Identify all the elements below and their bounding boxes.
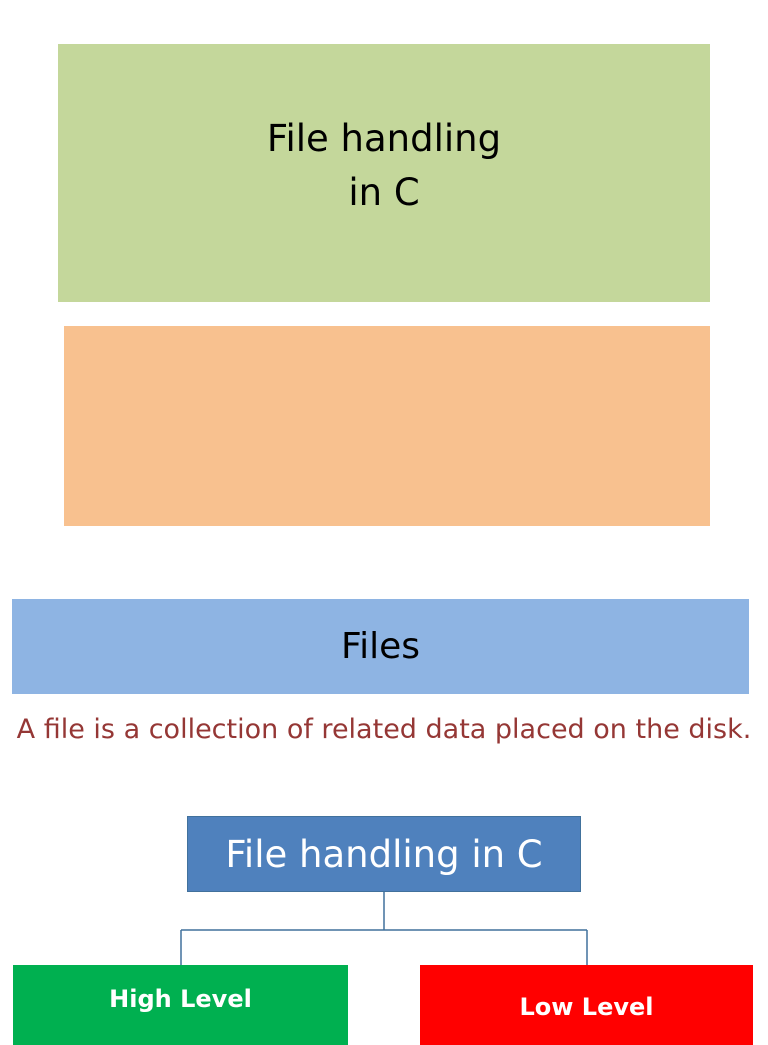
tree-root-node: File handling in C: [187, 816, 581, 892]
files-heading: Files: [341, 626, 420, 667]
tree-node-high-level: High Level: [13, 965, 348, 1045]
title-text: File handling in C: [266, 117, 502, 214]
file-definition-text: A file is a collection of related data p…: [16, 714, 752, 745]
files-heading-banner: Files: [12, 599, 749, 694]
tree-node-low-level: Low Level: [420, 965, 753, 1045]
orange-placeholder-box: [64, 326, 710, 526]
high-level-label: High Level: [109, 985, 252, 1013]
title-box: File handling in C: [58, 44, 710, 302]
low-level-label: Low Level: [519, 993, 654, 1021]
tree-root-label: File handling in C: [225, 832, 543, 876]
